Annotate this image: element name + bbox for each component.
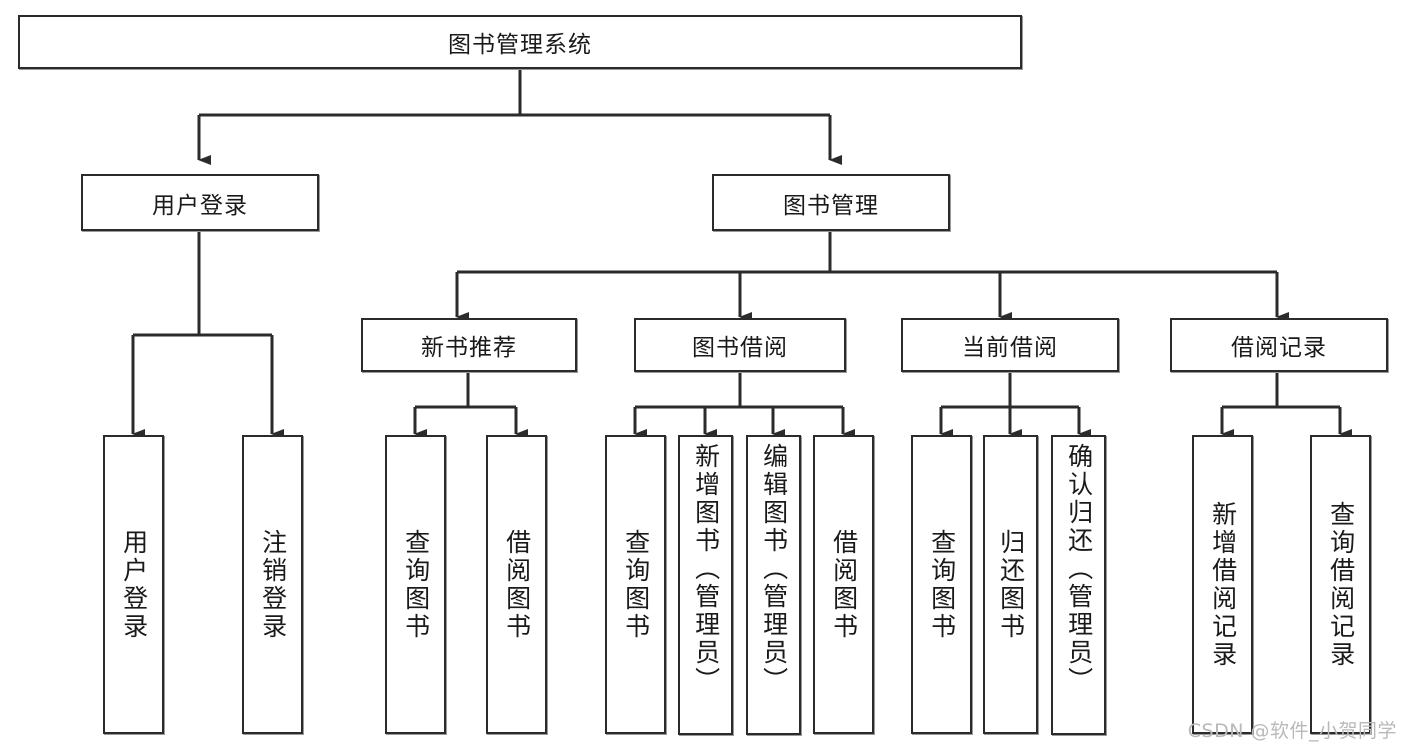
node-new-book-recommend-label: 新书推荐 [421,335,517,361]
node-leaf-confirm-return-admin-label: 确认归还（管理员） [1064,443,1094,695]
node-leaf-return-book[interactable]: 归还图书 [983,435,1038,734]
node-leaf-query-book-2-label: 查询图书 [621,528,651,641]
node-leaf-add-borrow-record-label: 新增借阅记录 [1208,500,1238,669]
node-leaf-add-book-admin[interactable]: 新增图书（管理员） [678,435,733,735]
node-leaf-borrow-book-2[interactable]: 借阅图书 [813,435,874,734]
csdn-watermark: CSDN @软件_小贺同学 [1187,720,1397,742]
node-borrow-record[interactable]: 借阅记录 [1170,318,1388,372]
node-user-login[interactable]: 用户登录 [81,174,319,231]
node-leaf-logout-login-label: 注销登录 [258,528,288,641]
node-leaf-query-book-1[interactable]: 查询图书 [385,435,446,734]
node-leaf-borrow-book-1[interactable]: 借阅图书 [486,435,547,734]
node-book-manage[interactable]: 图书管理 [712,174,950,231]
node-leaf-logout-login[interactable]: 注销登录 [242,435,303,734]
node-borrow-record-label: 借阅记录 [1231,335,1327,361]
node-leaf-borrow-book-2-label: 借阅图书 [829,528,859,641]
node-current-borrow-label: 当前借阅 [962,335,1058,361]
node-leaf-return-book-label: 归还图书 [996,528,1026,641]
node-root[interactable]: 图书管理系统 [18,15,1022,69]
node-leaf-query-book-3[interactable]: 查询图书 [911,435,972,734]
node-leaf-edit-book-admin-label: 编辑图书（管理员） [759,443,789,695]
node-book-borrow-label: 图书借阅 [692,335,788,361]
node-book-borrow[interactable]: 图书借阅 [634,318,846,372]
node-leaf-user-login[interactable]: 用户登录 [103,435,164,734]
node-leaf-query-book-1-label: 查询图书 [401,528,431,641]
node-current-borrow[interactable]: 当前借阅 [901,318,1119,372]
node-leaf-edit-book-admin[interactable]: 编辑图书（管理员） [746,435,801,735]
node-leaf-confirm-return-admin[interactable]: 确认归还（管理员） [1051,435,1106,735]
node-user-login-label: 用户登录 [152,192,248,219]
node-leaf-query-borrow-record[interactable]: 查询借阅记录 [1310,435,1371,734]
node-leaf-user-login-label: 用户登录 [119,528,149,641]
node-book-manage-label: 图书管理 [783,192,879,219]
node-leaf-query-book-3-label: 查询图书 [927,528,957,641]
node-leaf-query-borrow-record-label: 查询借阅记录 [1326,500,1356,669]
node-leaf-query-book-2[interactable]: 查询图书 [605,435,666,734]
node-leaf-add-borrow-record[interactable]: 新增借阅记录 [1192,435,1253,734]
node-new-book-recommend[interactable]: 新书推荐 [361,318,577,372]
node-leaf-borrow-book-1-label: 借阅图书 [502,528,532,641]
node-root-label: 图书管理系统 [448,32,592,58]
node-leaf-add-book-admin-label: 新增图书（管理员） [691,443,721,695]
